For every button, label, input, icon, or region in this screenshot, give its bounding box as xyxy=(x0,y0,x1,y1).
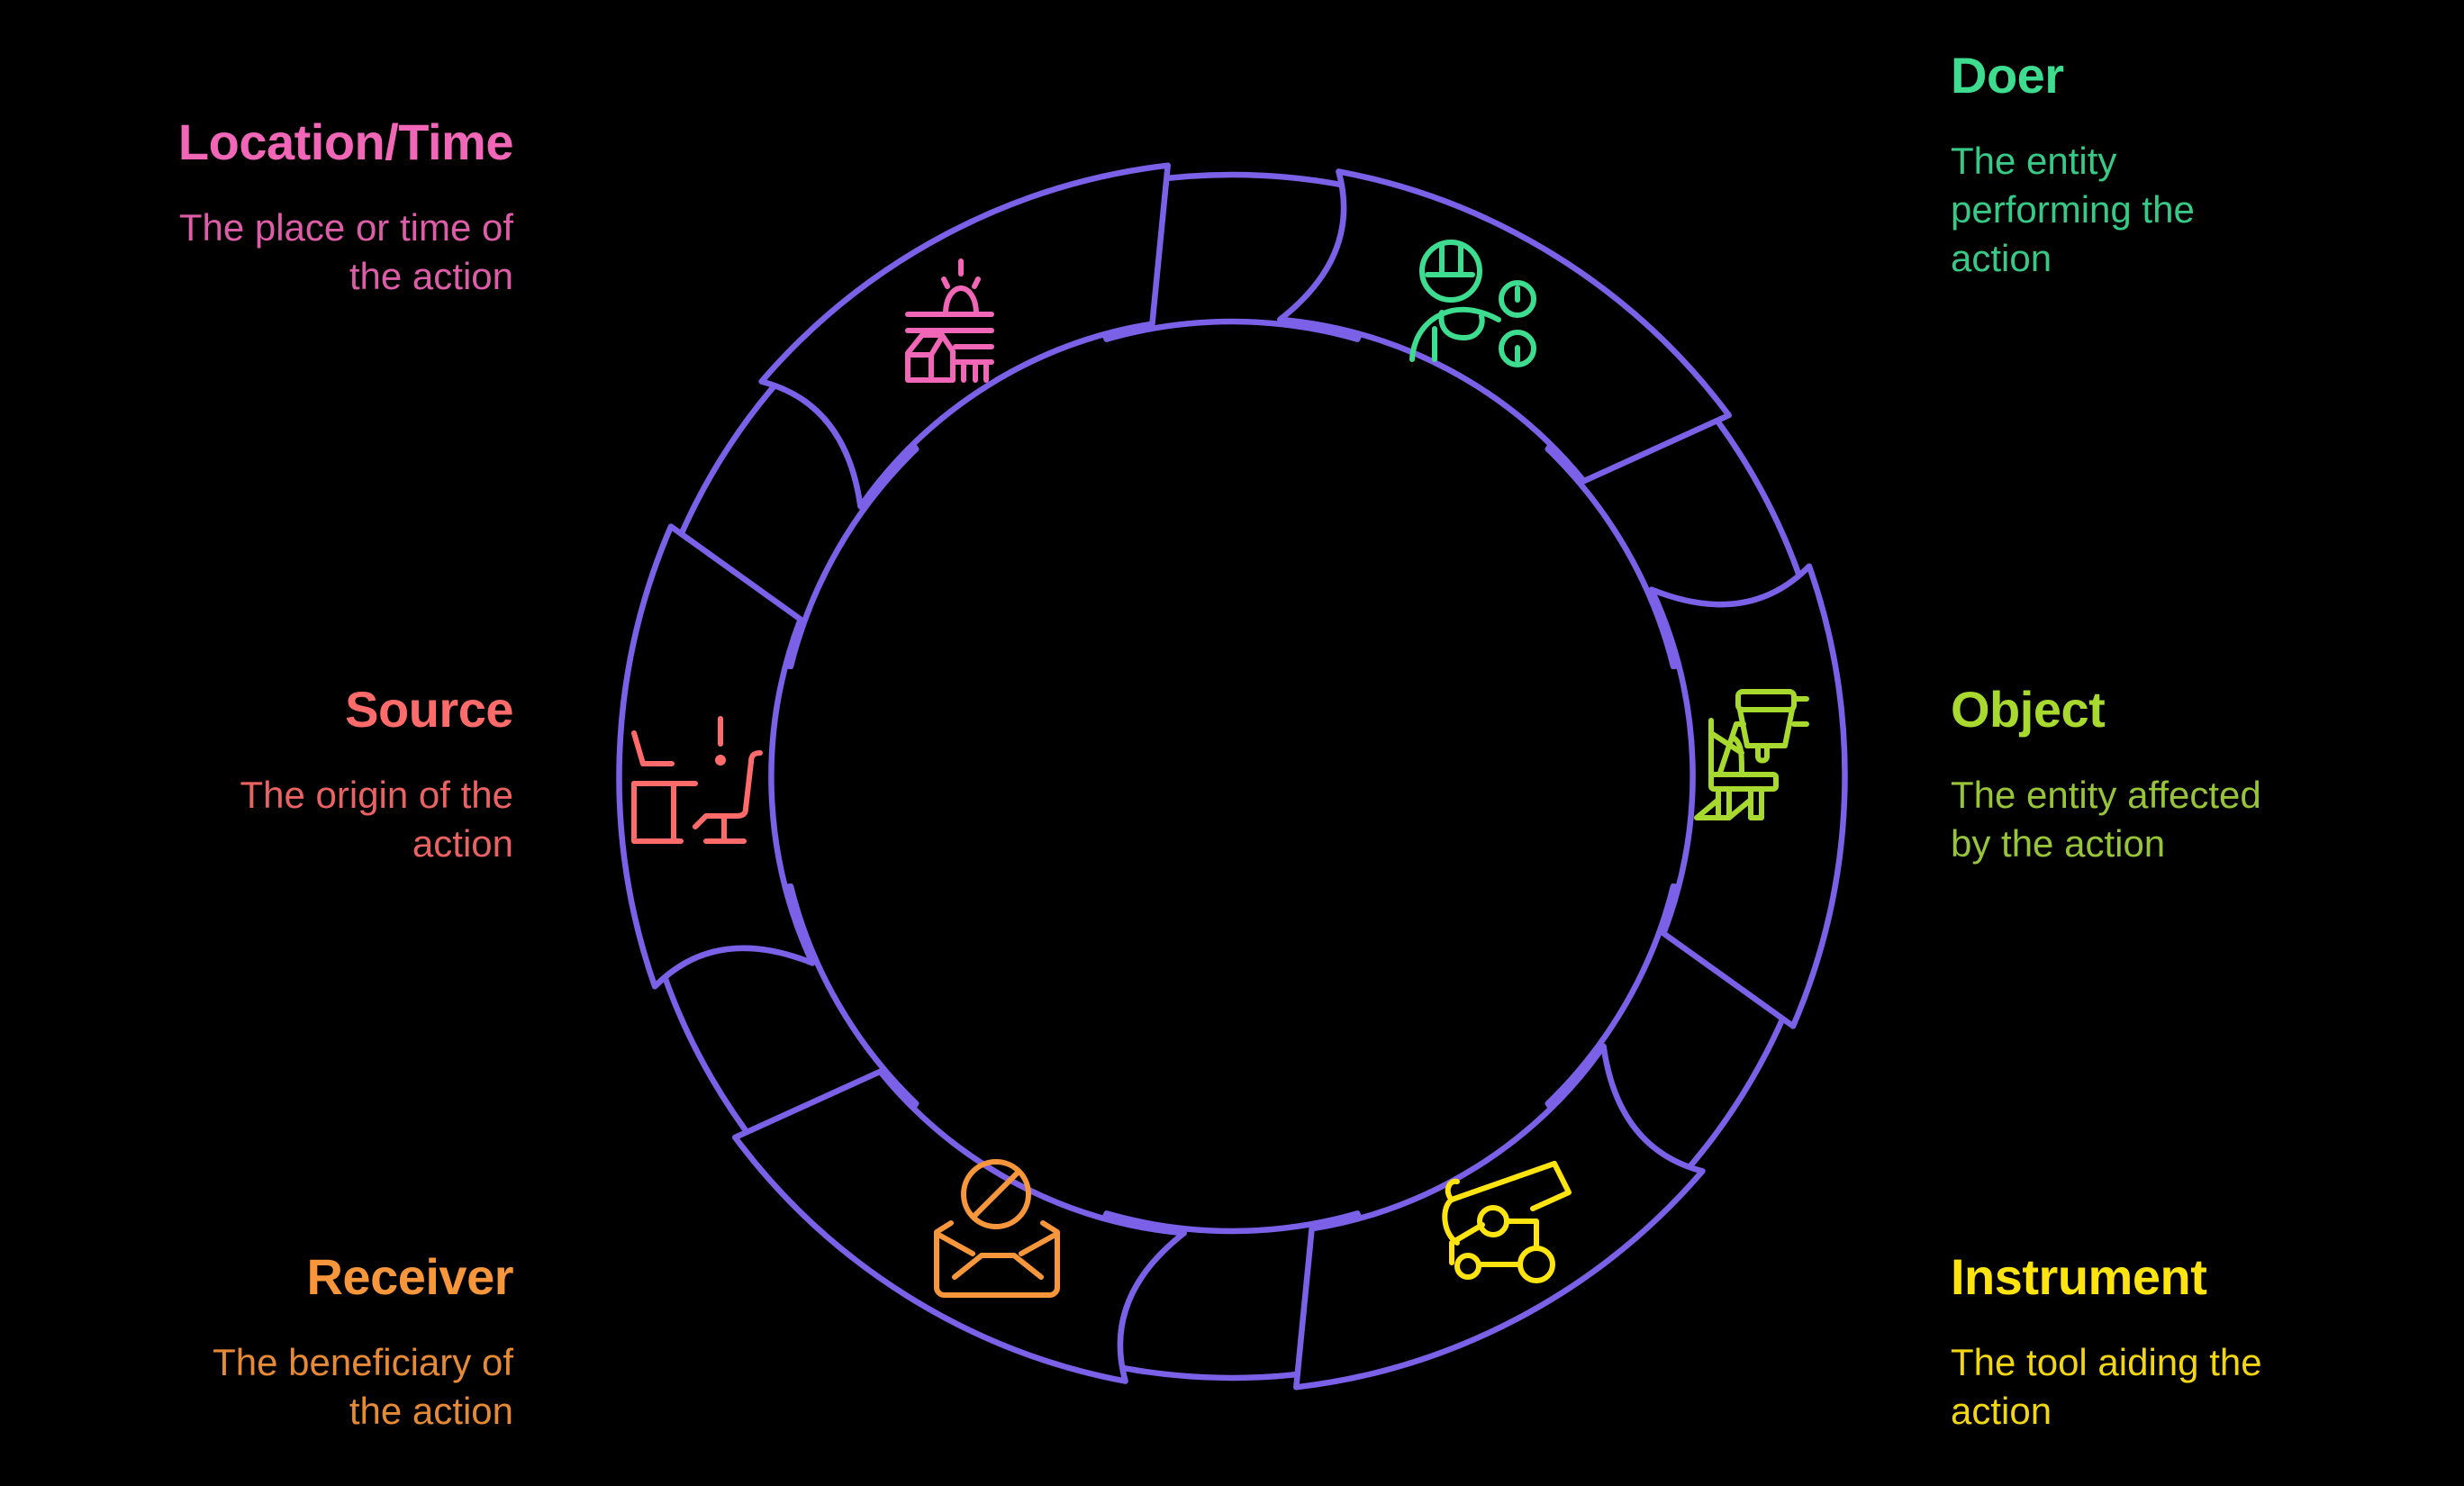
label-title: Doer xyxy=(1951,47,2064,104)
label-description: The entity affected by the action xyxy=(1951,774,2261,865)
label-description: The origin of the action xyxy=(240,774,513,865)
segment-source xyxy=(616,523,816,990)
segment-receiver xyxy=(732,1068,1187,1384)
label-description: The beneficiary of the action xyxy=(213,1341,513,1432)
label-source: Source The origin of the action xyxy=(45,681,513,868)
label-title: Location/Time xyxy=(177,113,514,170)
blocked-mail-icon xyxy=(934,1159,1060,1298)
label-title: Source xyxy=(345,681,513,738)
desk-chair-alert-icon xyxy=(631,716,763,844)
ring xyxy=(616,162,1848,1391)
label-description: The place or time of the action xyxy=(178,206,513,297)
coffee-machine-icon xyxy=(1694,689,1809,820)
worker-with-wrench-icon xyxy=(1409,240,1536,367)
label-description: The entity performing the action xyxy=(1951,140,2195,279)
label-object: Object The entity affected by the action xyxy=(1951,681,2419,868)
label-title: Receiver xyxy=(306,1248,513,1305)
farm-sunrise-icon xyxy=(905,258,994,383)
label-doer: Doer The entity performing the action xyxy=(1951,47,2419,283)
label-title: Object xyxy=(1951,681,2106,738)
segment-location_time xyxy=(758,162,1171,510)
crane-truck-icon xyxy=(1442,1161,1572,1283)
label-title: Instrument xyxy=(1951,1248,2207,1305)
segment-doer xyxy=(1277,168,1732,485)
label-instrument: Instrument The tool aiding the action xyxy=(1951,1248,2419,1436)
segment-instrument xyxy=(1293,1043,1706,1391)
label-description: The tool aiding the action xyxy=(1951,1341,2262,1432)
label-location-time: Location/Time The place or time of the a… xyxy=(45,113,514,301)
label-receiver: Receiver The beneficiary of the action xyxy=(45,1248,513,1436)
